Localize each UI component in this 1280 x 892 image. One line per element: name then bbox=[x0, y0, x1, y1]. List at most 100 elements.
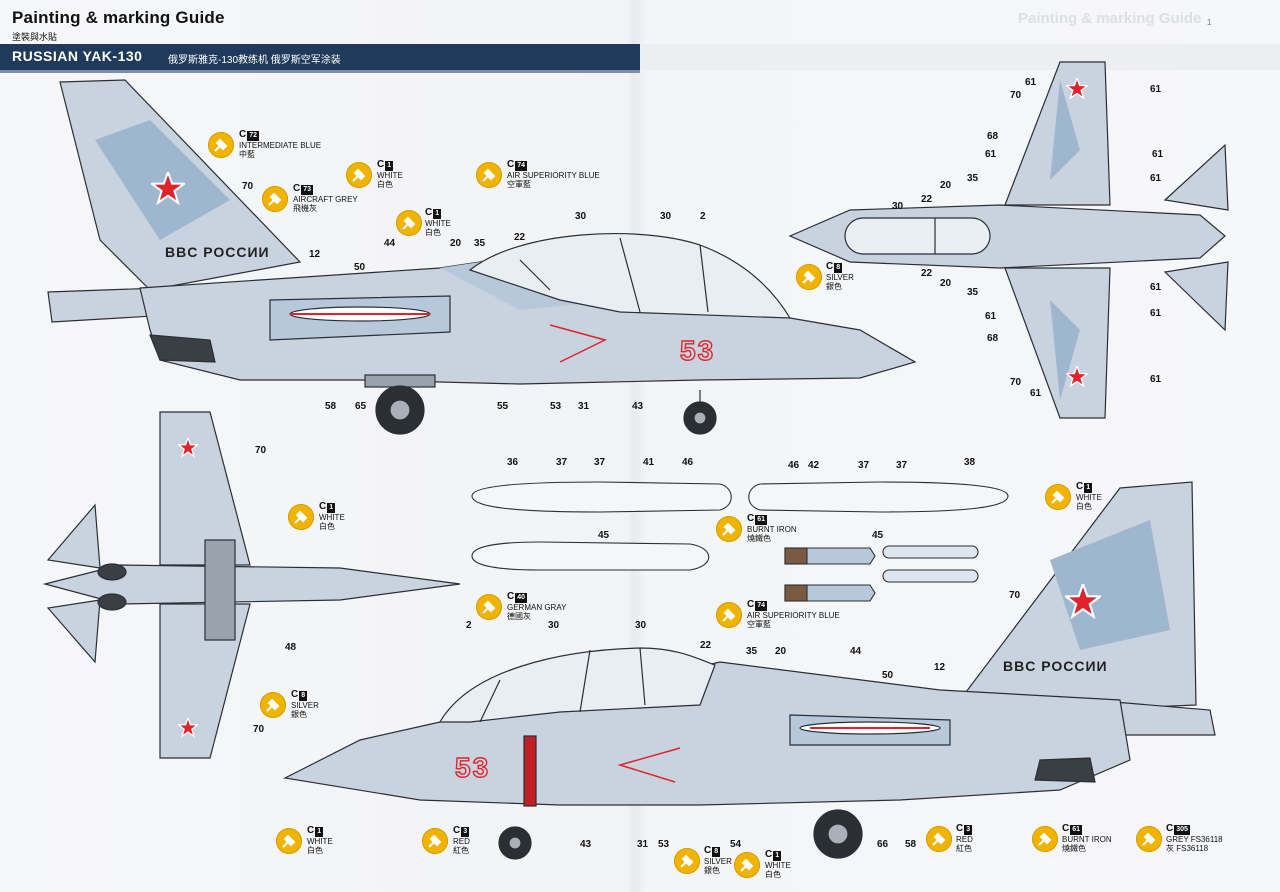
part-callout-number: 20 bbox=[940, 278, 952, 289]
part-callout-number: 58 bbox=[325, 401, 337, 412]
part-callout-number: 68 bbox=[987, 131, 999, 142]
part-callout-number: 70 bbox=[242, 181, 254, 192]
aircraft-number-top: 53 bbox=[679, 334, 716, 366]
paint-brush-icon bbox=[716, 516, 742, 542]
side-profile-top bbox=[47, 79, 917, 435]
part-callout-number: 50 bbox=[882, 670, 894, 681]
paint-brush-icon bbox=[262, 186, 288, 212]
part-callout-number: 45 bbox=[872, 530, 884, 541]
part-callout-number: 55 bbox=[497, 401, 509, 412]
paint-brush-icon bbox=[396, 210, 422, 236]
part-callout-number: 70 bbox=[1010, 377, 1022, 388]
part-callout-number: 12 bbox=[934, 662, 946, 673]
paint-brush-icon bbox=[476, 162, 502, 188]
page-title: Painting & marking Guide bbox=[12, 8, 225, 27]
part-callout-number: 61 bbox=[1150, 282, 1162, 293]
part-callout-number: 61 bbox=[1150, 308, 1162, 319]
paint-brush-icon bbox=[796, 264, 822, 290]
part-callout-number: 31 bbox=[578, 401, 590, 412]
paint-brush-icon bbox=[716, 602, 742, 628]
paint-brush-icon bbox=[276, 828, 302, 854]
model-name: RUSSIAN YAK-130 bbox=[12, 48, 143, 64]
part-callout-number: 53 bbox=[658, 839, 670, 850]
part-callout-number: 31 bbox=[637, 839, 649, 850]
part-callout-number: 61 bbox=[1150, 84, 1162, 95]
paint-brush-icon bbox=[926, 826, 952, 852]
paint-brush-icon bbox=[208, 132, 234, 158]
part-callout-number: 61 bbox=[985, 311, 997, 322]
part-callout-number: 58 bbox=[905, 839, 917, 850]
part-callout-number: 30 bbox=[635, 620, 647, 631]
part-callout-number: 36 bbox=[507, 457, 519, 468]
part-callout-number: 68 bbox=[987, 333, 999, 344]
part-callout-number: 30 bbox=[892, 201, 904, 212]
part-callout-number: 30 bbox=[660, 211, 672, 222]
paint-brush-icon bbox=[734, 852, 760, 878]
external-stores bbox=[471, 481, 1009, 602]
part-callout-number: 35 bbox=[474, 238, 486, 249]
part-callout-number: 70 bbox=[255, 445, 267, 456]
paint-brush-icon bbox=[260, 692, 286, 718]
paint-brush-icon bbox=[674, 848, 700, 874]
aircraft-number-bottom: 53 bbox=[454, 751, 491, 783]
part-callout-number: 22 bbox=[921, 194, 933, 205]
part-callout-number: 35 bbox=[746, 646, 758, 657]
part-callout-number: 35 bbox=[967, 173, 979, 184]
facing-page-title: Painting & marking Guide bbox=[1018, 10, 1202, 27]
part-callout-number: 2 bbox=[700, 211, 706, 222]
part-callout-number: 70 bbox=[253, 724, 265, 735]
facing-page-band bbox=[640, 44, 1280, 70]
part-callout-number: 46 bbox=[788, 460, 800, 471]
part-callout-number: 2 bbox=[466, 620, 472, 631]
paint-brush-icon bbox=[1045, 484, 1071, 510]
part-callout-number: 12 bbox=[309, 249, 321, 260]
part-callout-number: 48 bbox=[285, 642, 297, 653]
model-name-chinese: 俄罗斯雅克-130教练机 俄罗斯空军涂装 bbox=[168, 55, 341, 66]
paint-brush-icon bbox=[1136, 826, 1162, 852]
part-callout-number: 37 bbox=[896, 460, 908, 471]
paint-brush-icon bbox=[288, 504, 314, 530]
part-callout-number: 61 bbox=[1150, 374, 1162, 385]
part-callout-number: 70 bbox=[1010, 90, 1022, 101]
part-callout-number: 61 bbox=[1150, 173, 1162, 184]
part-callout-number: 22 bbox=[514, 232, 526, 243]
part-callout-number: 37 bbox=[858, 460, 870, 471]
part-callout-number: 54 bbox=[730, 839, 742, 850]
part-callout-number: 37 bbox=[594, 457, 606, 468]
part-callout-number: 30 bbox=[575, 211, 587, 222]
part-callout-number: 61 bbox=[1025, 77, 1037, 88]
paint-brush-icon bbox=[476, 594, 502, 620]
paint-brush-icon bbox=[1032, 826, 1058, 852]
part-callout-number: 22 bbox=[921, 268, 933, 279]
part-callout-number: 22 bbox=[700, 640, 712, 651]
paint-brush-icon bbox=[346, 162, 372, 188]
part-callout-number: 20 bbox=[775, 646, 787, 657]
paint-brush-icon bbox=[422, 828, 448, 854]
part-callout-number: 43 bbox=[632, 401, 644, 412]
part-callout-number: 65 bbox=[355, 401, 367, 412]
part-callout-number: 35 bbox=[967, 287, 979, 298]
part-callout-number: 46 bbox=[682, 457, 694, 468]
part-callout-number: 42 bbox=[808, 460, 820, 471]
part-callout-number: 45 bbox=[598, 530, 610, 541]
part-callout-number: 61 bbox=[1152, 149, 1164, 160]
fuselage-lettering-bottom: BBC РОССИИ bbox=[1003, 658, 1108, 674]
part-callout-number: 61 bbox=[985, 149, 997, 160]
part-callout-number: 37 bbox=[556, 457, 568, 468]
